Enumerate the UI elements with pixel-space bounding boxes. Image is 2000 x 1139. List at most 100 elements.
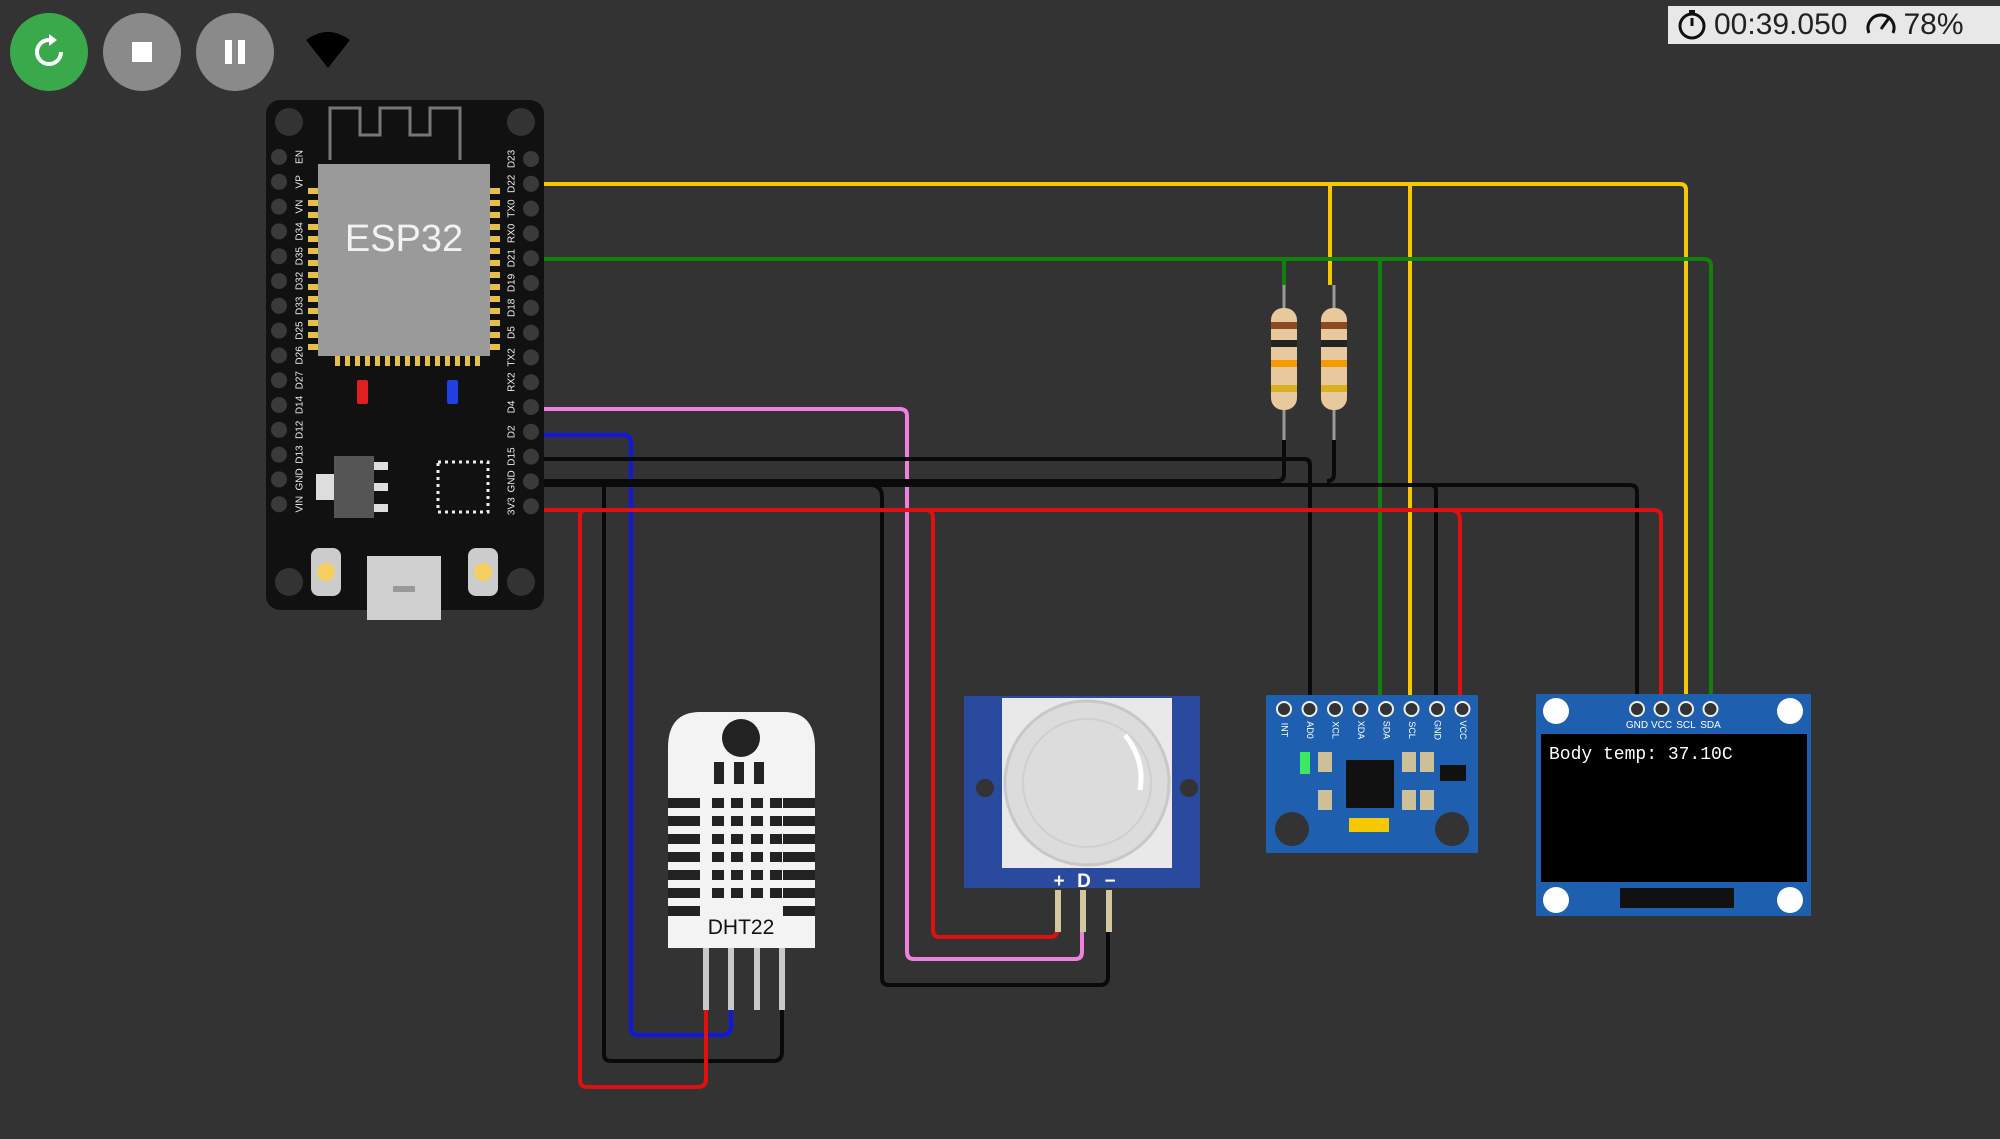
esp32-pin-d12[interactable]	[271, 421, 287, 438]
wire-vcc-dht	[578, 508, 708, 1089]
wire-pir-signal	[530, 407, 1084, 961]
esp32-pin-d4[interactable]	[523, 399, 539, 415]
mpu-pin-label: SCL	[1407, 721, 1417, 739]
mpu-pin-int[interactable]	[1276, 701, 1292, 717]
esp32-pin-d27[interactable]	[271, 372, 287, 389]
esp32-pin-d14[interactable]	[271, 397, 287, 413]
status-led	[447, 380, 458, 404]
esp32-pin-label: D2	[507, 425, 518, 438]
esp32-pin-d26[interactable]	[271, 347, 287, 364]
esp32-pin-tx2[interactable]	[523, 349, 539, 366]
oled-pin-vcc[interactable]	[1653, 701, 1670, 717]
stop-icon	[132, 42, 152, 62]
restart-icon	[35, 34, 63, 66]
mpu-pin-label: VCC	[1458, 720, 1468, 740]
esp32-pin-label: D21	[507, 249, 518, 268]
esp32-board[interactable]: ESP32 ENVPVND34D35D32D33D25D26D27D14D12D…	[266, 100, 544, 620]
esp32-pin-tx0[interactable]	[523, 200, 539, 217]
dht22-label: DHT22	[708, 916, 775, 939]
esp32-pin-d21[interactable]	[523, 250, 539, 267]
oled-pin-scl[interactable]	[1678, 701, 1694, 717]
oled-pin-sda[interactable]	[1702, 701, 1719, 717]
wire-scl-oled	[1410, 182, 1688, 709]
esp32-pin-label: D32	[295, 271, 306, 290]
esp32-pin-vn[interactable]	[271, 198, 287, 215]
esp32-pin-vin[interactable]	[271, 496, 287, 513]
wire-gnd-main	[530, 483, 1639, 709]
esp32-pin-vp[interactable]	[271, 173, 287, 190]
stop-button[interactable]	[103, 13, 181, 91]
wire-dht-data	[530, 433, 733, 1037]
mpu-pin-ad0[interactable]	[1301, 701, 1318, 717]
esp32-pin-label: TX0	[507, 199, 518, 218]
pir-pin-d: D	[1077, 871, 1091, 892]
mpu-pin-sda[interactable]	[1378, 701, 1394, 717]
elapsed-time: 00:39.050	[1714, 8, 1848, 41]
esp32-pin-en[interactable]	[271, 149, 287, 165]
mpu-pin-xda[interactable]	[1352, 701, 1369, 717]
esp32-pin-rx0[interactable]	[523, 225, 539, 242]
dht22-sensor[interactable]: DHT22	[668, 712, 815, 1010]
esp32-pin-d32[interactable]	[271, 273, 287, 289]
esp32-pin-gnd[interactable]	[523, 473, 539, 490]
oled-pin-label: SDA	[1700, 720, 1721, 731]
esp32-pin-label: D14	[295, 395, 306, 414]
esp32-pin-d33[interactable]	[271, 297, 287, 314]
pullup-resistors[interactable]	[1271, 285, 1347, 440]
esp32-pin-label: D22	[507, 174, 518, 193]
esp32-pin-d19[interactable]	[523, 275, 539, 291]
esp32-pin-d13[interactable]	[271, 446, 287, 463]
esp32-pin-d15[interactable]	[523, 448, 539, 465]
pir-pin-plus: +	[1053, 871, 1064, 892]
esp32-pin-d5[interactable]	[523, 324, 539, 341]
esp32-pin-d35[interactable]	[271, 248, 287, 265]
mpu-pin-vcc[interactable]	[1454, 701, 1471, 717]
mpu-pin-gnd[interactable]	[1429, 701, 1445, 717]
esp32-pin-label: D33	[295, 296, 306, 315]
mpu-pin-label: XCL	[1331, 721, 1341, 739]
esp32-pin-d34[interactable]	[271, 223, 287, 240]
esp32-pin-d22[interactable]	[523, 175, 539, 192]
mpu-pin-label: SDA	[1382, 721, 1392, 740]
pause-button[interactable]	[196, 13, 274, 91]
esp32-pin-label: RX2	[507, 372, 518, 392]
esp32-pin-d23[interactable]	[523, 151, 539, 167]
mpu-pin-xcl[interactable]	[1327, 701, 1343, 717]
esp32-pin-label: VP	[295, 175, 306, 189]
wire-sda	[530, 257, 1286, 285]
esp32-pin-label: D34	[295, 222, 306, 241]
wire-sda-mpu	[1284, 257, 1382, 709]
wire-gnd-res1	[530, 440, 1286, 483]
esp32-pin-label: D23	[507, 149, 518, 168]
mpu-pin-scl[interactable]	[1403, 701, 1420, 717]
mpu-pin-label: AD0	[1305, 721, 1315, 739]
pir-sensor[interactable]: + D −	[964, 696, 1200, 932]
boot-button[interactable]	[311, 548, 341, 596]
oled-pin-gnd[interactable]	[1629, 701, 1645, 717]
esp32-label: ESP32	[345, 218, 463, 260]
esp32-pin-d2[interactable]	[523, 423, 539, 440]
wire-gnd-mpu	[1429, 483, 1438, 709]
wire-gnd-pir	[869, 483, 1110, 987]
esp32-pin-label: TX2	[507, 348, 518, 367]
esp32-pin-3v3[interactable]	[523, 498, 539, 515]
esp32-pin-d25[interactable]	[271, 322, 287, 339]
esp32-pin-label: D27	[295, 371, 306, 390]
esp32-pin-rx2[interactable]	[523, 374, 539, 391]
esp32-pin-label: D26	[295, 346, 306, 365]
wire-vcc-mpu	[1449, 508, 1462, 709]
esp32-pin-d18[interactable]	[523, 299, 539, 316]
esp32-pin-label: D4	[507, 400, 518, 413]
sim-speed: 78%	[1903, 8, 1964, 41]
en-button[interactable]	[468, 548, 498, 596]
wifi-icon[interactable]	[303, 30, 353, 70]
oled-screen	[1541, 734, 1807, 882]
wire-gnd-int	[530, 457, 1312, 709]
esp32-pin-gnd[interactable]	[271, 471, 287, 488]
wire-scl	[530, 182, 1332, 285]
esp32-pin-label: VIN	[295, 496, 306, 513]
restart-button[interactable]	[10, 13, 88, 91]
